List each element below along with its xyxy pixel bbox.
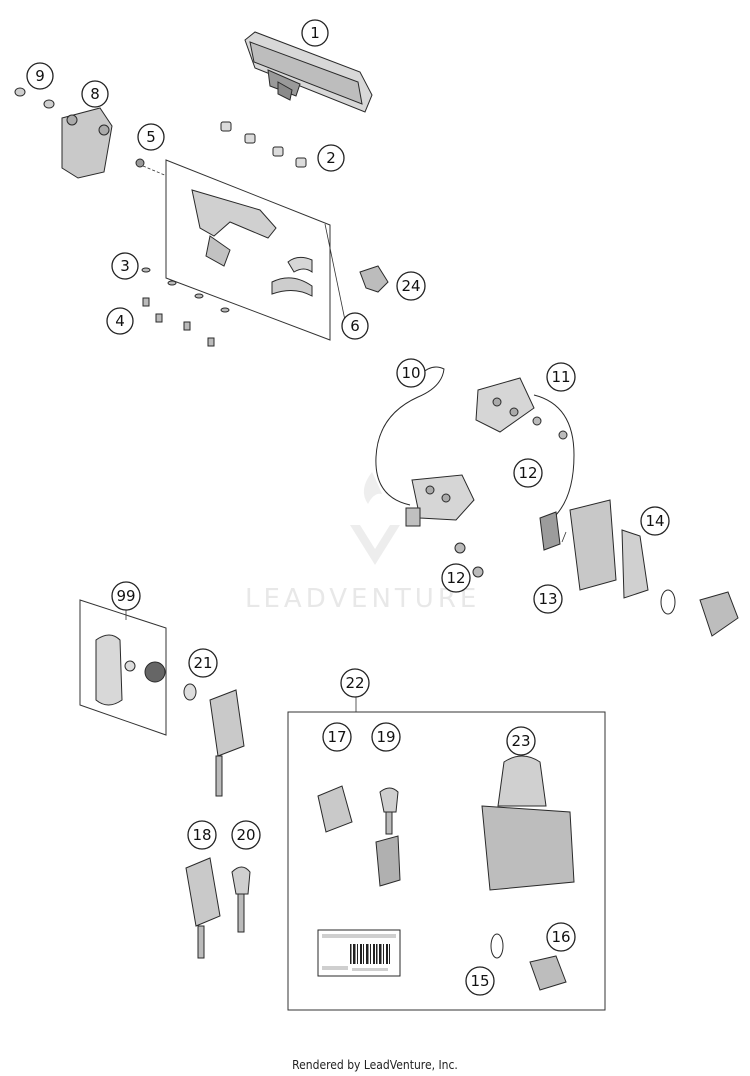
callout-3[interactable]: 3 <box>111 252 139 280</box>
key-ring[interactable] <box>144 661 166 683</box>
part-16-lock-cylinder[interactable] <box>529 955 567 991</box>
key-fob-shell[interactable] <box>95 634 123 706</box>
callout-label: 6 <box>350 317 360 335</box>
part-2-grommets[interactable] <box>220 121 307 168</box>
part-10-cable-bracket[interactable] <box>375 366 475 527</box>
callout-99[interactable]: 99 <box>111 581 141 611</box>
callout-8[interactable]: 8 <box>81 80 109 108</box>
part-11-cable-bracket[interactable] <box>475 377 575 516</box>
callout-label: 18 <box>192 826 211 844</box>
callout-22[interactable]: 22 <box>340 668 370 698</box>
callout-21[interactable]: 21 <box>188 648 218 678</box>
bracket[interactable] <box>191 189 313 297</box>
callout-label: 99 <box>116 587 135 605</box>
part-12-screws-upper[interactable] <box>532 416 568 440</box>
callout-label: 19 <box>376 728 395 746</box>
callout-label: 14 <box>645 512 664 530</box>
callout-label: 12 <box>518 464 537 482</box>
callout-label: 13 <box>538 590 557 608</box>
part-12-screws-lower[interactable] <box>454 542 484 578</box>
callout-label: 17 <box>327 728 346 746</box>
callout-23[interactable]: 23 <box>506 726 536 756</box>
part-17-key-fob[interactable] <box>317 785 353 833</box>
part-6-bracket-panel <box>165 159 331 341</box>
callout-label: 2 <box>326 149 336 167</box>
part-1-instrument-cluster[interactable] <box>244 31 373 113</box>
callout-label: 12 <box>446 569 465 587</box>
callout-label: 21 <box>193 654 212 672</box>
callout-17[interactable]: 17 <box>322 722 352 752</box>
barcode-label-card <box>317 929 401 977</box>
callout-label: 15 <box>470 972 489 990</box>
callout-label: 3 <box>120 257 130 275</box>
callout-label: 16 <box>551 928 570 946</box>
callout-13[interactable]: 13 <box>533 584 563 614</box>
part-13-switch-housing[interactable] <box>539 499 617 591</box>
callout-label: 20 <box>236 826 255 844</box>
callout-5[interactable]: 5 <box>137 123 165 151</box>
leader-lines <box>125 223 567 712</box>
callout-label: 11 <box>551 368 570 386</box>
callout-6[interactable]: 6 <box>341 312 369 340</box>
callout-label: 4 <box>115 312 125 330</box>
lock-cylinder-right[interactable] <box>660 589 739 637</box>
callout-1[interactable]: 1 <box>301 19 329 47</box>
callout-20[interactable]: 20 <box>231 820 261 850</box>
part-3-clips[interactable] <box>141 267 230 313</box>
callout-label: 1 <box>310 24 320 42</box>
callout-label: 5 <box>146 128 156 146</box>
part-15-ring[interactable] <box>490 933 504 959</box>
part-9-nuts[interactable] <box>14 87 55 109</box>
part-8-cover[interactable] <box>61 107 113 179</box>
callout-24[interactable]: 24 <box>396 271 426 301</box>
callout-11[interactable]: 11 <box>546 362 576 392</box>
callout-label: 23 <box>511 732 530 750</box>
part-99-key-kit-panel <box>79 599 167 736</box>
callout-16[interactable]: 16 <box>546 922 576 952</box>
callout-2[interactable]: 2 <box>317 144 345 172</box>
callout-label: 8 <box>90 85 100 103</box>
part-18-key-fob[interactable] <box>185 857 221 959</box>
watermark: LEADVENTURE <box>245 472 480 614</box>
callout-10[interactable]: 10 <box>396 358 426 388</box>
callout-12-upper[interactable]: 12 <box>513 458 543 488</box>
callout-label: 9 <box>35 67 45 85</box>
barcode-icon <box>350 944 390 964</box>
part-20-key-blade[interactable] <box>231 866 251 933</box>
key-battery[interactable] <box>124 660 136 672</box>
callout-19[interactable]: 19 <box>371 722 401 752</box>
part-23-ignition-lock[interactable] <box>481 755 575 891</box>
part-19-key[interactable] <box>375 787 401 887</box>
part-14-cover[interactable] <box>621 529 649 599</box>
callout-9[interactable]: 9 <box>26 62 54 90</box>
callout-12-lower[interactable]: 12 <box>441 563 471 593</box>
callout-label: 22 <box>345 674 364 692</box>
watermark-text: LEADVENTURE <box>245 584 480 614</box>
callout-label: 10 <box>401 364 420 382</box>
callout-4[interactable]: 4 <box>106 307 134 335</box>
callout-14[interactable]: 14 <box>640 506 670 536</box>
part-22-lock-set-frame <box>287 711 606 1011</box>
callout-15[interactable]: 15 <box>465 966 495 996</box>
part-24-sensor[interactable] <box>359 265 389 293</box>
part-4-screws[interactable] <box>142 297 215 347</box>
callout-label: 24 <box>401 277 420 295</box>
footer-credit: Rendered by LeadVenture, Inc. <box>292 1058 458 1072</box>
part-21-key[interactable] <box>183 683 245 797</box>
callout-18[interactable]: 18 <box>187 820 217 850</box>
